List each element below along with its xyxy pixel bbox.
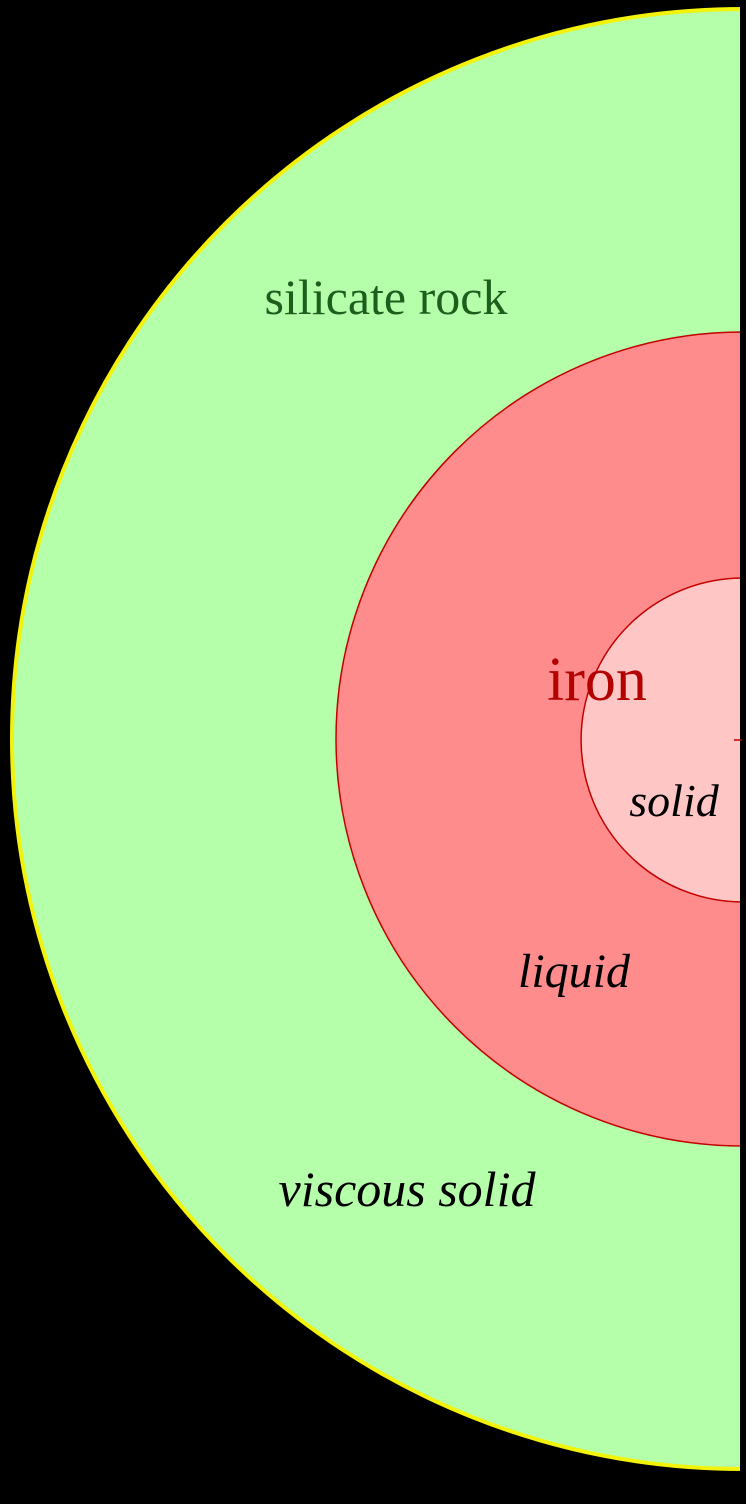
outer-core-layer	[335, 331, 744, 1147]
inner-core-layer	[580, 577, 744, 903]
mantle-state-label: viscous solid	[279, 1161, 537, 1217]
core-material-label: iron	[547, 646, 647, 714]
mantle-material-label: silicate rock	[265, 269, 508, 325]
inner-core-state-label: solid	[629, 775, 719, 826]
outer-core-state-label: liquid	[518, 945, 631, 998]
